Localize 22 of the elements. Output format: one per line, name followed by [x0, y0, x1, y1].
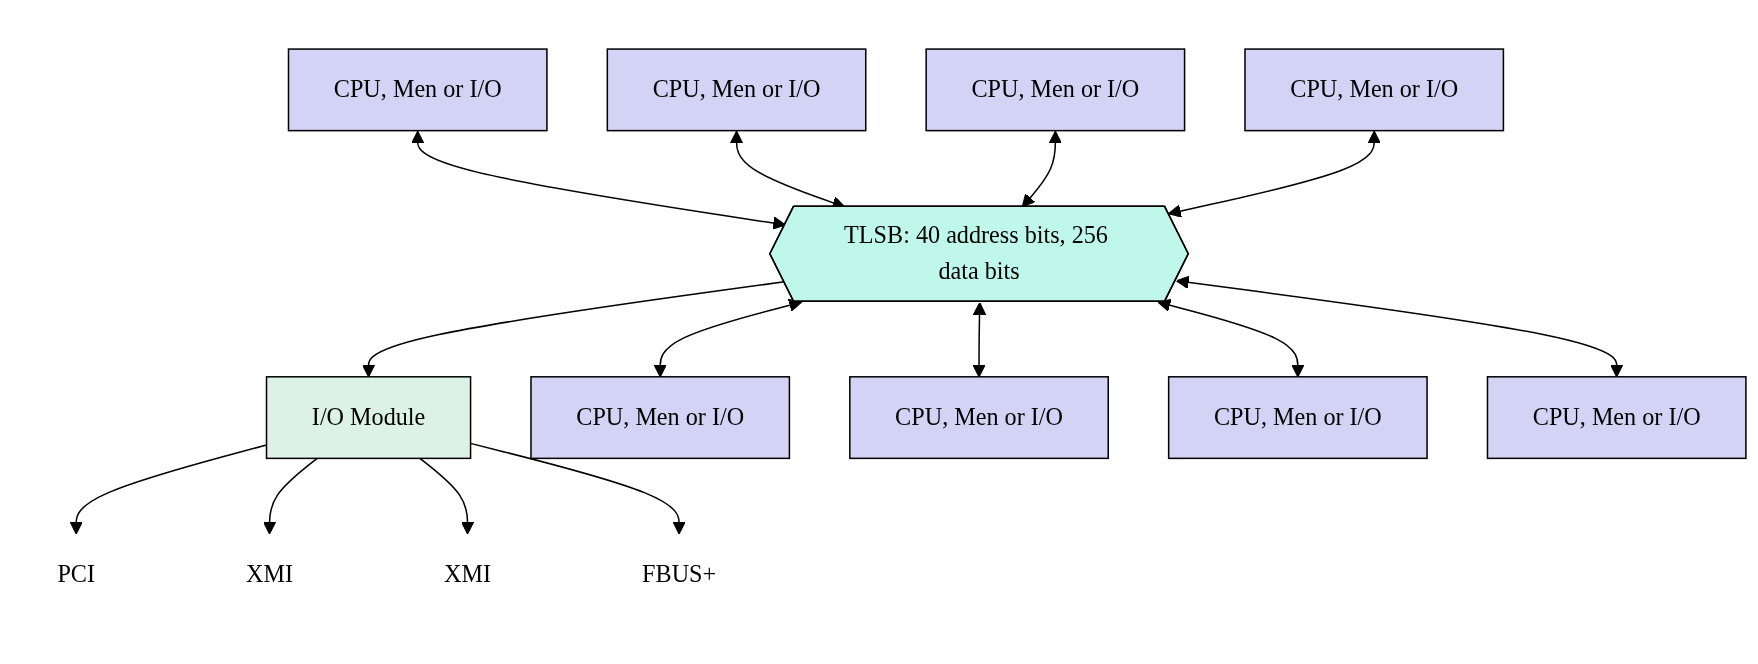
arrow [419, 457, 475, 535]
node-text: XMI [444, 560, 492, 587]
node-box: CPU, Men or I/O [1167, 375, 1428, 459]
node-box: CPU, Men or I/O [1244, 48, 1505, 132]
node-text: PCI [57, 560, 96, 587]
node-box: CPU, Men or I/O [1486, 375, 1747, 459]
node-box: CPU, Men or I/O [606, 48, 867, 132]
arrow [1168, 130, 1381, 218]
arrow [653, 298, 803, 378]
node-text: FBUS+ [642, 560, 717, 587]
arrow [972, 301, 987, 378]
node-box: I/O Module [265, 375, 472, 459]
node-box: CPU, Men or I/O [849, 375, 1109, 459]
arrow [1175, 275, 1624, 378]
arrow [411, 130, 786, 230]
arrow [1157, 298, 1305, 378]
node-box: CPU, Men or I/O [287, 48, 548, 132]
node-box: CPU, Men or I/O [530, 375, 791, 459]
node-text: XMI [246, 560, 294, 587]
node-box: CPU, Men or I/O [925, 48, 1186, 132]
arrow [361, 280, 785, 378]
arrow [262, 457, 318, 535]
